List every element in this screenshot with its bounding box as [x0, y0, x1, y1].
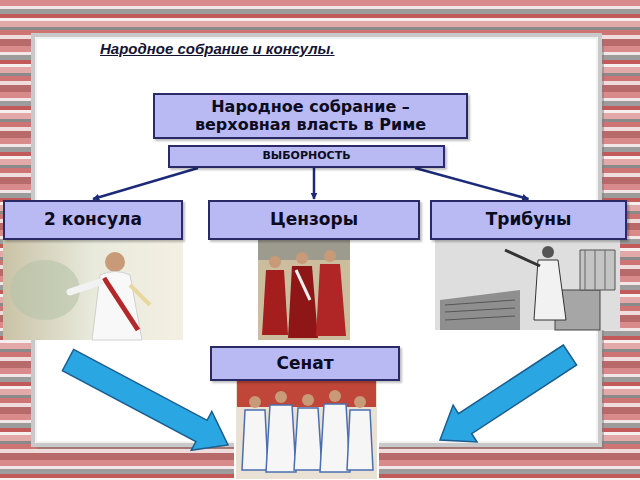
office-box: Трибуны: [430, 200, 627, 240]
senate-picture: [235, 377, 378, 480]
tribune-picture: [435, 240, 620, 330]
block-arrow: [62, 349, 228, 450]
office-box: Цензоры: [208, 200, 420, 240]
principle-box: ВЫБОРНОСТЬ: [168, 145, 445, 168]
box-label: Сенат: [276, 354, 333, 374]
assembly-box: Народное собрание – верховная власть в Р…: [153, 93, 468, 139]
connector-arrow: [313, 168, 316, 199]
censors-picture: [258, 235, 350, 340]
senate-box: Сенат: [210, 346, 400, 381]
office-box: 2 консула: [3, 200, 183, 240]
consul-picture: [3, 240, 183, 340]
slide-title: Народное собрание и консулы.: [100, 40, 335, 57]
box-label: Трибуны: [486, 210, 572, 230]
block-arrow: [440, 345, 577, 442]
box-label: Цензоры: [270, 210, 358, 230]
box-label: Народное собрание – верховная власть в Р…: [176, 98, 446, 135]
box-label: ВЫБОРНОСТЬ: [262, 150, 350, 163]
box-label: 2 консула: [44, 210, 142, 230]
connector-arrow: [93, 168, 198, 199]
connector-arrow: [415, 168, 529, 199]
